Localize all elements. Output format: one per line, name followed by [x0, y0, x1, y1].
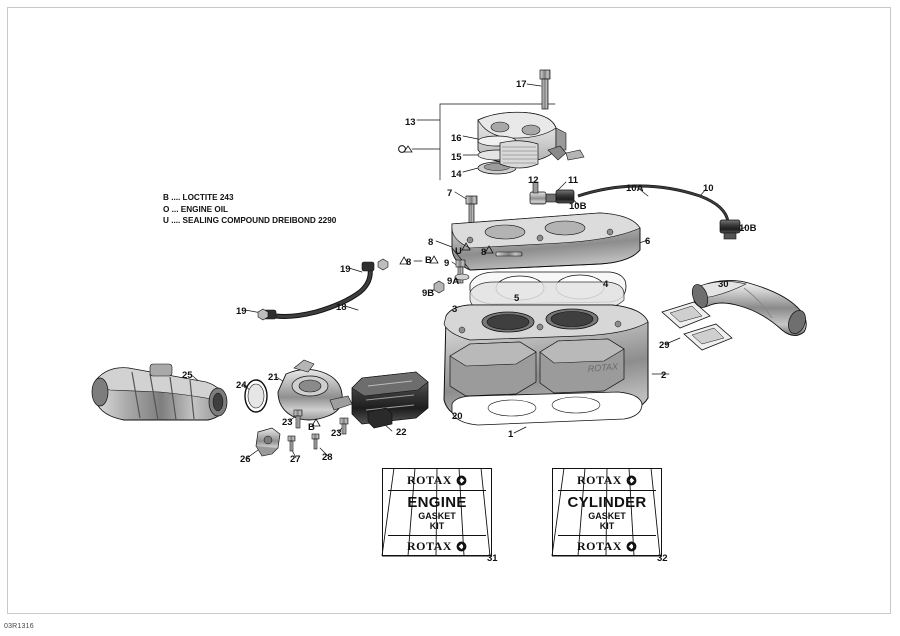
- callout-8: 8: [481, 247, 487, 258]
- legend: B .... LOCTITE 243 O ... ENGINE OIL U ..…: [163, 192, 336, 227]
- callout-13: 13: [405, 117, 416, 128]
- callout-29: 29: [659, 340, 670, 351]
- callout-b: B: [308, 422, 315, 433]
- rotax-logo-icon-bottom-cyl: [626, 541, 637, 552]
- legend-line-2: O ... ENGINE OIL: [163, 204, 229, 214]
- callout-10a: 10A: [626, 183, 644, 194]
- kit-divider-bottom: [388, 535, 486, 536]
- callout-9b: 9B: [422, 288, 435, 299]
- callout-12: 12: [528, 175, 539, 186]
- callout-22: 22: [396, 427, 407, 438]
- rotax-logo-icon-cyl: [626, 475, 637, 486]
- rotax-wordmark-bottom-cyl: ROTAX: [577, 539, 622, 553]
- callout-1: 1: [508, 429, 514, 440]
- callout-23: 23: [331, 428, 342, 439]
- callout-11: 11: [568, 175, 579, 186]
- kit-brand-bottom-row: ROTAX: [383, 539, 491, 554]
- callout-u: U: [455, 246, 462, 257]
- rotax-wordmark-top-cyl: ROTAX: [577, 473, 622, 487]
- callout-28: 28: [322, 452, 333, 463]
- callout-24: 24: [236, 380, 247, 391]
- kit-divider-top: [388, 490, 486, 491]
- callout-9: 9: [444, 258, 450, 269]
- kit-sub-line1-engine: GASKET: [418, 511, 456, 521]
- callout-10: 10: [703, 183, 714, 194]
- callout-27: 27: [290, 454, 301, 465]
- drawing-code: 03R1316: [4, 623, 34, 630]
- rotax-logo-icon-bottom: [456, 541, 467, 552]
- legend-line-1: B .... LOCTITE 243: [163, 193, 234, 202]
- callout-25: 25: [182, 370, 193, 381]
- kit-sub-line2-engine: KIT: [429, 521, 445, 531]
- callout-2: 2: [661, 370, 667, 381]
- callout-32: 32: [657, 553, 668, 564]
- callout-7: 7: [447, 188, 453, 199]
- callout-16: 16: [451, 133, 462, 144]
- kit-brand-top-row-cyl: ROTAX: [553, 473, 661, 488]
- kit-title-engine: ENGINE: [407, 494, 467, 511]
- callout-10b: 10B: [739, 223, 757, 234]
- callout-18: 18: [336, 302, 347, 313]
- cylinder-gasket-kit-box: ROTAX CYLINDER GASKET KIT ROTAX: [552, 468, 662, 556]
- callout-19: 19: [340, 264, 351, 275]
- callout-20: 20: [452, 411, 463, 422]
- kit-divider-bottom-cyl: [558, 535, 656, 536]
- callout-19: 19: [236, 306, 247, 317]
- callout-21: 21: [268, 372, 279, 383]
- kit-sub-line2-cyl: KIT: [599, 521, 615, 531]
- kit-title-cylinder: CYLINDER: [567, 494, 647, 511]
- callout-15: 15: [451, 152, 462, 163]
- kit-brand-top-row: ROTAX: [383, 473, 491, 488]
- rotax-wordmark-bottom: ROTAX: [407, 539, 452, 553]
- callout-4: 4: [603, 279, 609, 290]
- callout-31: 31: [487, 553, 498, 564]
- callout-3: 3: [452, 304, 458, 315]
- page-border: [7, 7, 891, 614]
- callout-10b: 10B: [569, 201, 587, 212]
- callout-8: 8: [428, 237, 434, 248]
- kit-divider-top-cyl: [558, 490, 656, 491]
- callout-17: 17: [516, 79, 527, 90]
- callout-6: 6: [645, 236, 651, 247]
- callout-23: 23: [282, 417, 293, 428]
- engine-gasket-kit-box: ROTAX ENGINE GASKET KIT ROTAX: [382, 468, 492, 556]
- callout-14: 14: [451, 169, 462, 180]
- callout-8: 8: [406, 257, 412, 268]
- legend-line-3: U .... SEALING COMPOUND DREIBOND 2290: [163, 216, 337, 225]
- callout-b: B: [425, 255, 432, 266]
- callout-5: 5: [514, 293, 520, 304]
- callout-30: 30: [718, 279, 729, 290]
- callout-9a: 9A: [447, 276, 460, 287]
- rotax-wordmark-top: ROTAX: [407, 473, 452, 487]
- kit-sub-line1-cyl: GASKET: [588, 511, 626, 521]
- callout-26: 26: [240, 454, 251, 465]
- kit-brand-bottom-row-cyl: ROTAX: [553, 539, 661, 554]
- rotax-logo-icon: [456, 475, 467, 486]
